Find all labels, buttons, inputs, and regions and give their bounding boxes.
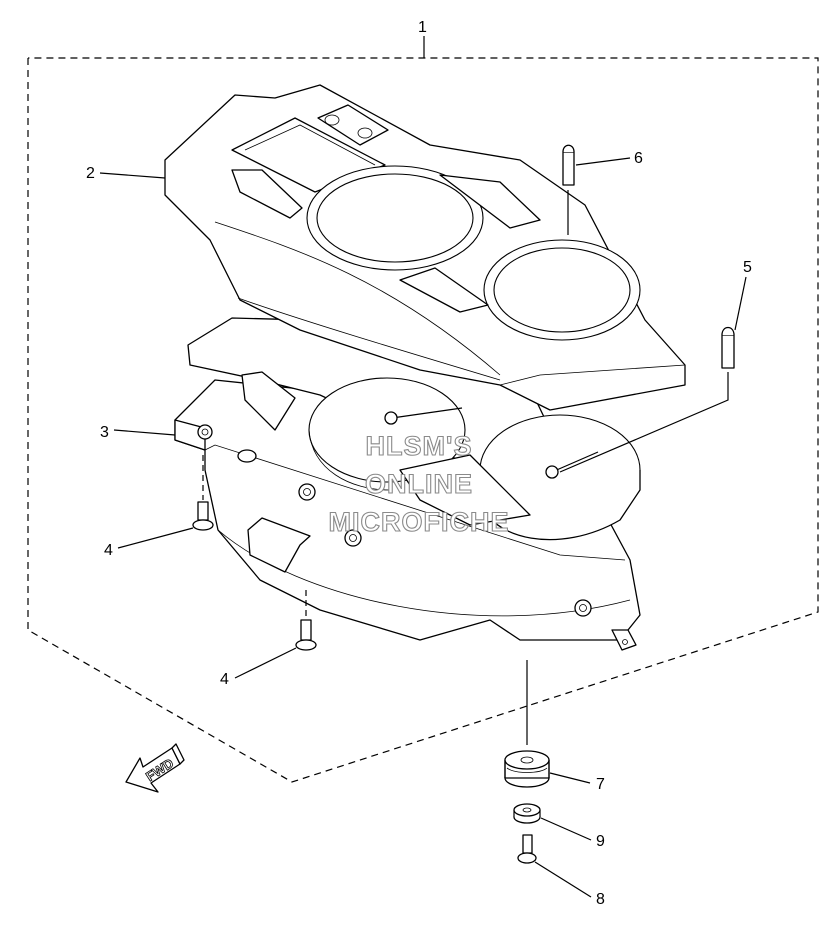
callout-8: 8 [596, 891, 605, 908]
watermark-line-3: MICROFICHE [329, 507, 510, 537]
callout-5: 5 [743, 259, 752, 276]
screw-4-lower [295, 590, 317, 651]
screw-4-upper [192, 455, 214, 531]
damper-grommet-7 [504, 660, 550, 788]
callout-9: 9 [596, 833, 605, 850]
callout-4-upper: 4 [104, 542, 113, 559]
callout-3: 3 [100, 424, 109, 441]
watermark-line-2: ONLINE [365, 469, 473, 499]
leader-lines [99, 157, 747, 898]
fwd-arrow-icon: FWD [125, 743, 185, 793]
upper-meter-cover [164, 84, 686, 411]
meter-bulb-6 [562, 144, 575, 235]
assembly-boundary [27, 36, 819, 783]
callout-6: 6 [634, 150, 643, 167]
callout-2: 2 [86, 165, 95, 182]
collar-washer-9 [513, 803, 541, 824]
callout-4-lower: 4 [220, 671, 229, 688]
bolt-8 [517, 834, 537, 864]
meter-bulb-5 [559, 326, 735, 473]
watermark: HLSM'S ONLINE MICROFICHE [328, 430, 510, 537]
callout-1: 1 [418, 19, 427, 36]
watermark-line-1: HLSM'S [366, 431, 473, 461]
callout-7: 7 [596, 776, 605, 793]
callout-labels: 1 2 3 4 4 5 6 7 8 9 [86, 19, 752, 908]
